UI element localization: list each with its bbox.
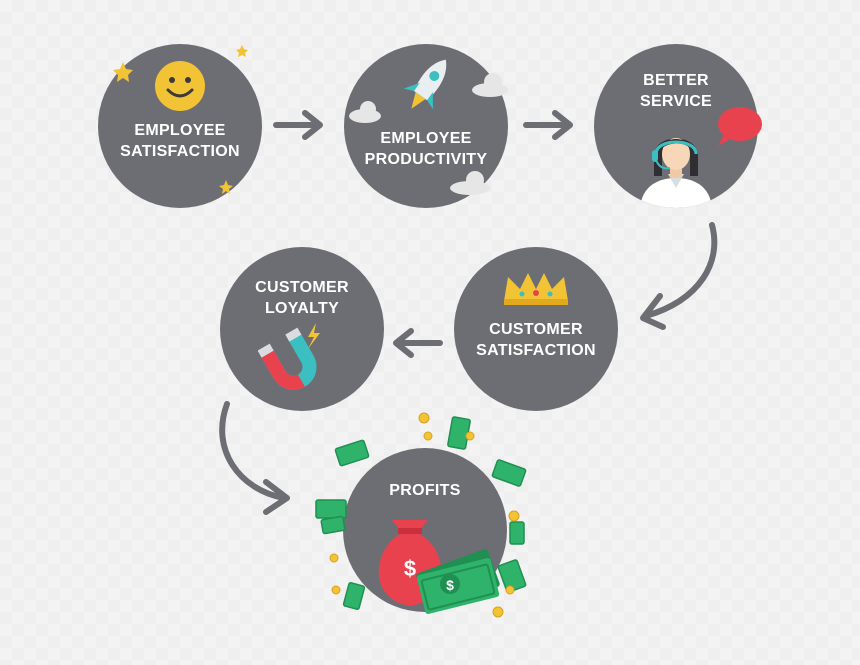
headset-agent-icon <box>640 138 712 208</box>
smiley-icon <box>155 61 205 111</box>
coin-icon <box>331 585 341 595</box>
label-employee-satisfaction: EMPLOYEE SATISFACTION <box>120 122 240 160</box>
banknote-icon <box>334 439 370 467</box>
label-customer-satisfaction: CUSTOMER SATISFACTION <box>476 321 596 359</box>
node-better-service: BETTER SERVICE <box>594 44 758 208</box>
arrow-productivity-to-service <box>523 110 573 140</box>
coin-icon <box>418 412 430 424</box>
arrow-service-to-customer-satisfaction <box>640 222 718 330</box>
svg-text:$: $ <box>446 577 454 593</box>
coin-icon <box>465 431 475 441</box>
label-better-service: BETTER SERVICE <box>639 72 713 110</box>
coin-icon <box>329 553 339 563</box>
node-customer-loyalty: CUSTOMER LOYALTY <box>220 247 384 411</box>
banknote-icon <box>320 515 346 535</box>
banknote-icon <box>509 521 525 545</box>
magnet-icon <box>258 323 320 390</box>
banknote-stack-icon: $ <box>416 549 500 614</box>
arrow-satisfaction-to-productivity <box>273 110 323 140</box>
banknote-icon <box>342 582 366 610</box>
label-employee-productivity: EMPLOYEE PRODUCTIVITY <box>364 130 488 168</box>
label-profits: PROFITS <box>389 482 461 499</box>
coin-icon <box>508 510 520 522</box>
banknote-icon <box>491 459 527 487</box>
crown-icon <box>504 273 568 305</box>
star-icon <box>219 180 233 194</box>
star-icon <box>113 62 133 82</box>
arrow-customer-satisfaction-to-loyalty <box>393 328 443 358</box>
label-customer-loyalty: CUSTOMER LOYALTY <box>255 279 349 317</box>
star-icon <box>236 45 248 57</box>
coin-icon <box>492 606 504 618</box>
cloud-icon <box>450 171 490 195</box>
svg-text:$: $ <box>404 556 416 581</box>
cloud-icon <box>472 73 508 97</box>
banknote-icon <box>497 559 527 593</box>
cloud-icon <box>349 101 381 123</box>
coin-icon <box>505 585 515 595</box>
banknote-icon <box>315 499 347 519</box>
rocket-icon <box>403 59 447 110</box>
node-customer-satisfaction: CUSTOMER SATISFACTION <box>454 247 618 411</box>
coin-icon <box>423 431 433 441</box>
arrow-loyalty-to-profits <box>219 401 290 515</box>
